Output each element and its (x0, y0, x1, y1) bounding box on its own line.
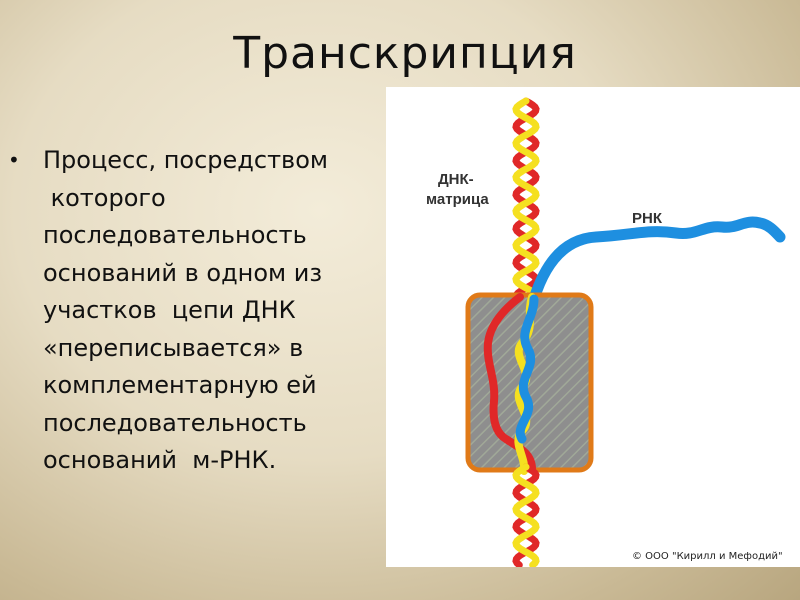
dna-matrix-label-line1: ДНК- (438, 171, 474, 188)
bullet-line: «переписывается» в (43, 333, 304, 362)
bullet-text: • Процесс, посредством которого последов… (8, 142, 408, 480)
copyright-text: © ООО "Кирилл и Мефодий" (632, 551, 783, 562)
dna-helix-lower (512, 463, 540, 567)
bullet-line: которого (43, 183, 166, 212)
rna-label: РНК (632, 210, 663, 227)
bullet-line: оснований в одном из (43, 258, 323, 287)
bullet-icon: • (8, 148, 20, 172)
rna-strand (528, 216, 786, 305)
bullet-line: Процесс, посредством (43, 146, 328, 174)
bullet-line: последовательность (43, 221, 307, 249)
transcription-figure: ДНК- матрица РНК © ООО "Кирилл и Мефодий… (386, 87, 800, 567)
bullet-line: участков цепи ДНК (43, 296, 296, 324)
dna-strand-yellow (512, 97, 540, 303)
rna-transcript-inside (515, 294, 539, 444)
bullet-line: оснований м-РНК. (43, 446, 277, 474)
bullet-line: комплементарную ей (43, 371, 317, 399)
bullet-line: последовательность (43, 408, 307, 437)
dna-helix-upper (512, 97, 540, 303)
slide-title: Транскрипция (233, 28, 577, 79)
dna-matrix-label-line2: матрица (426, 191, 489, 208)
dna-strand-yellow (512, 463, 540, 567)
